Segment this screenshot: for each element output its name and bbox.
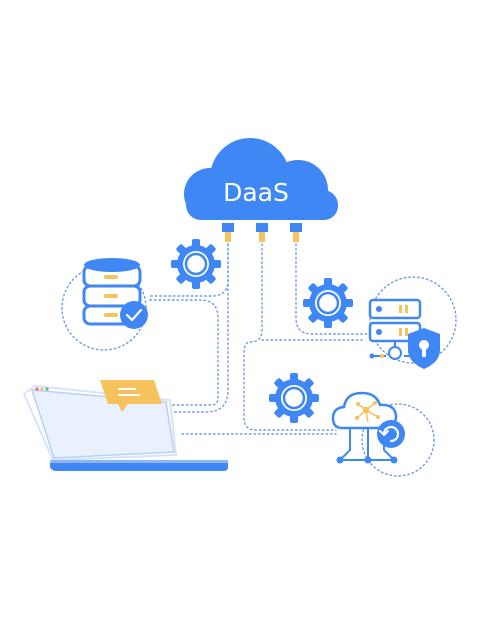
laptop-icon [22, 384, 228, 471]
cloud-network-icon [331, 391, 398, 464]
database-icon [82, 258, 142, 326]
check-badge-icon [120, 301, 148, 329]
server-dotted-ring [369, 276, 457, 364]
chat-bubble-icon [100, 380, 162, 412]
gear-icon [267, 371, 321, 425]
gear-icon [169, 237, 223, 291]
connector-cloud-to-server [295, 243, 369, 335]
cloud-plugs [222, 223, 302, 242]
cloud-label: DaaS [223, 178, 289, 207]
connector-cloud-to-network [243, 243, 337, 431]
daas-cloud: DaaS [184, 138, 338, 242]
gear-icon [301, 276, 355, 330]
sync-icon [377, 420, 405, 448]
cloud-icon [184, 138, 338, 220]
network-dotted-ring [361, 403, 435, 477]
server-rack-icon [368, 298, 422, 360]
connector-database-to-laptop [149, 299, 219, 406]
connector-cloud-to-laptop [167, 243, 229, 413]
shield-lock-icon [408, 328, 440, 369]
